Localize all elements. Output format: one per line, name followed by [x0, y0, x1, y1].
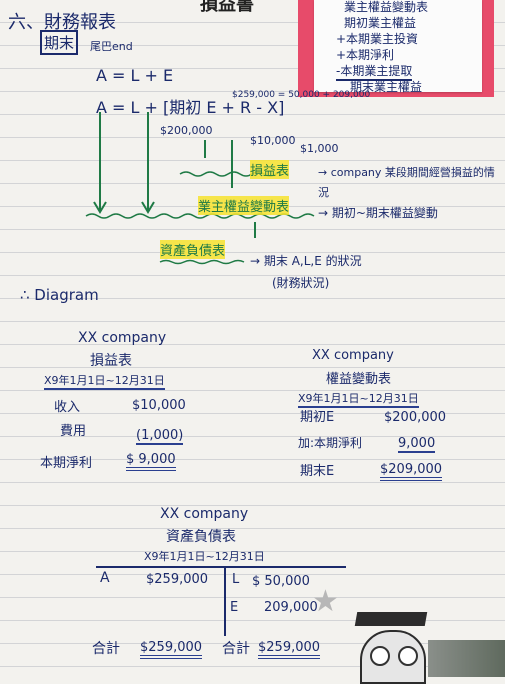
eq2-suffix: ]	[278, 98, 285, 117]
bs-liab-label: L	[232, 572, 240, 587]
section-title: 六、財務報表	[8, 12, 116, 33]
es-company: XX company	[312, 348, 394, 363]
sticky-note: 業主權益變動表 期初業主權益 +本期業主投資 +本期淨利 -本期業主提取 期末業…	[314, 0, 482, 94]
note-line-6: 期末業主權益	[350, 80, 423, 94]
bs-asset-value: $259,000	[146, 572, 209, 587]
equation-1: A = L + E	[96, 66, 174, 85]
income-desc-text: company 某段期間經營損益的情況	[318, 166, 495, 199]
bs-title: 資產負債表	[166, 529, 236, 545]
is-title: 損益表	[90, 353, 132, 369]
note-line-1: 業主權益變動表	[344, 0, 429, 14]
equity-statement-desc: → 期初~期末權益變動	[318, 206, 438, 220]
period-end-note: 尾巴end	[90, 40, 133, 53]
bs-center-rule	[224, 566, 226, 636]
eq2-prefix: A = L + [	[96, 98, 170, 117]
income-statement-label: 損益表	[250, 160, 290, 179]
num-10000: $10,000	[250, 134, 296, 147]
equity-statement-label: 業主權益變動表	[198, 196, 290, 215]
es-title: 權益變動表	[326, 372, 392, 387]
balance-sheet-desc-1: → 期末 A,L,E 的狀況	[250, 254, 362, 268]
owl-mascot-icon	[346, 612, 436, 684]
note-line-3: +本期業主投資	[336, 32, 419, 46]
is-period: X9年1月1日~12月31日	[44, 372, 165, 390]
num-1000: $1,000	[300, 142, 339, 155]
bs-total-left: $259,000	[140, 640, 203, 659]
star-icon: ★	[312, 584, 339, 619]
bs-period: X9年1月1日~12月31日	[144, 550, 265, 563]
es-row-label-3: 期末E	[300, 464, 335, 479]
es-row-value-3: $209,000	[380, 462, 443, 481]
is-company: XX company	[78, 330, 167, 346]
es-row-value-1: $200,000	[384, 410, 447, 425]
bs-total-label-right: 合計	[222, 641, 250, 657]
es-row-label-1: 期初E	[300, 410, 335, 425]
bs-equity-value: 209,000	[264, 600, 318, 615]
es-period: X9年1月1日~12月31日	[298, 390, 419, 408]
diagram-title: ∴ Diagram	[20, 286, 99, 304]
es-row-label-2: 加:本期淨利	[298, 436, 363, 450]
bs-company: XX company	[160, 506, 249, 522]
bs-liab-value: $ 50,000	[252, 574, 310, 589]
balance-sheet-label: 資產負債表	[160, 240, 226, 259]
bs-equity-label: E	[230, 600, 239, 615]
is-row-value-1: $10,000	[132, 398, 186, 413]
note-line-4: +本期淨利	[336, 48, 395, 62]
top-fragment: 損益書	[200, 0, 254, 15]
is-row-label-1: 收入	[54, 400, 81, 415]
income-statement-desc: → company 某段期間經營損益的情況	[318, 166, 495, 199]
num-200000: $200,000	[160, 124, 213, 137]
is-row-value-3: $ 9,000	[126, 452, 176, 471]
is-row-value-2: (1,000)	[136, 428, 184, 445]
period-end-label: 期末	[40, 30, 79, 55]
equation-2: A = L + [期初 E + R - X]	[96, 94, 284, 118]
bs-total-label-left: 合計	[92, 641, 120, 657]
eq2-bracket: 期初 E + R - X	[169, 98, 279, 117]
bs-total-right: $259,000	[258, 640, 321, 659]
es-row-value-2: 9,000	[398, 436, 436, 453]
is-row-label-3: 本期淨利	[40, 456, 93, 471]
is-row-label-2: 費用	[60, 424, 87, 439]
note-line-2: 期初業主權益	[344, 16, 417, 30]
equity-desc-text: 期初~期末權益變動	[331, 206, 438, 220]
balance-sheet-desc-2: (財務狀況)	[272, 276, 330, 290]
num-259000: $259,000 = 50,000 + 209,000	[232, 90, 371, 100]
note-line-5: -本期業主提取	[336, 62, 413, 81]
blurred-corner	[428, 640, 505, 677]
balance-desc-text: 期末 A,L,E 的狀況	[263, 254, 362, 268]
bs-asset-label: A	[100, 570, 110, 586]
bs-header-rule	[96, 566, 346, 568]
